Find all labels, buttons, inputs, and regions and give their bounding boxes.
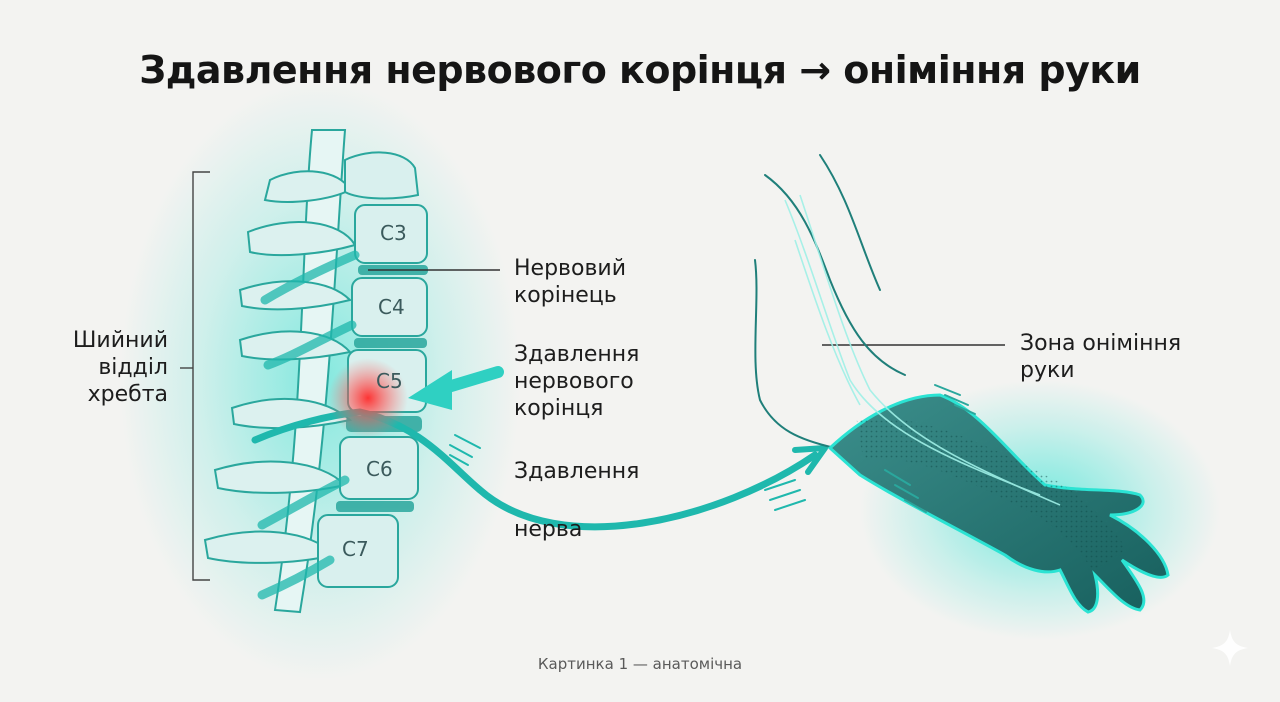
figure-caption: Картинка 1 — анатомічна bbox=[537, 655, 743, 673]
vertebra-label: C7 bbox=[342, 537, 369, 561]
tingling-marks bbox=[884, 384, 976, 513]
compressed-nerve-path bbox=[251, 408, 819, 531]
label-line: хребта bbox=[87, 382, 168, 407]
page-title: Здавлення нервового корінця → оніміння р… bbox=[139, 48, 1141, 92]
label-line: Нервовий bbox=[514, 256, 627, 281]
vertebra-label: C6 bbox=[366, 457, 393, 481]
arm-nerve-lines bbox=[784, 194, 1061, 506]
numb-zone-label: Зона оніміння руки bbox=[1020, 330, 1181, 384]
label-line: відділ bbox=[98, 355, 168, 380]
nerve-roots bbox=[257, 250, 360, 600]
cervical-bracket bbox=[180, 171, 210, 581]
label-line: руки bbox=[1020, 358, 1075, 383]
root-compression-label: Здавлення нервового корінця bbox=[514, 341, 639, 422]
vertebra-c6 bbox=[339, 436, 419, 500]
vertebra-label: C3 bbox=[380, 221, 407, 245]
compression-pointer-arrow bbox=[408, 366, 504, 410]
vertebra-c4 bbox=[351, 277, 428, 337]
numbness-texture bbox=[856, 418, 1127, 572]
label-line: Шийний bbox=[72, 328, 168, 353]
vertebra-label: C4 bbox=[378, 295, 405, 319]
motion-ticks bbox=[449, 434, 806, 511]
nerve-root-label: Нервовий корінець bbox=[514, 255, 626, 309]
arm-outline bbox=[754, 154, 906, 449]
label-line: Зона оніміння bbox=[1020, 331, 1182, 356]
nerve-arrowhead bbox=[792, 445, 828, 475]
compression-hotspot bbox=[328, 358, 408, 438]
vertebra-c3 bbox=[354, 204, 428, 264]
vertebra-label: C5 bbox=[376, 369, 403, 393]
cervical-spine-label: Шийний відділ хребта bbox=[68, 327, 168, 408]
sparkle-icon bbox=[1212, 630, 1248, 666]
label-line: нервового bbox=[514, 369, 634, 394]
label-line: корінця bbox=[514, 396, 604, 421]
nerve-compression-label-line2: нерва bbox=[514, 517, 583, 542]
vertebra-c7 bbox=[317, 514, 399, 588]
label-line: Здавлення bbox=[514, 342, 640, 367]
nerve-compression-label-line1: Здавлення bbox=[514, 459, 640, 484]
label-line: корінець bbox=[514, 283, 617, 308]
